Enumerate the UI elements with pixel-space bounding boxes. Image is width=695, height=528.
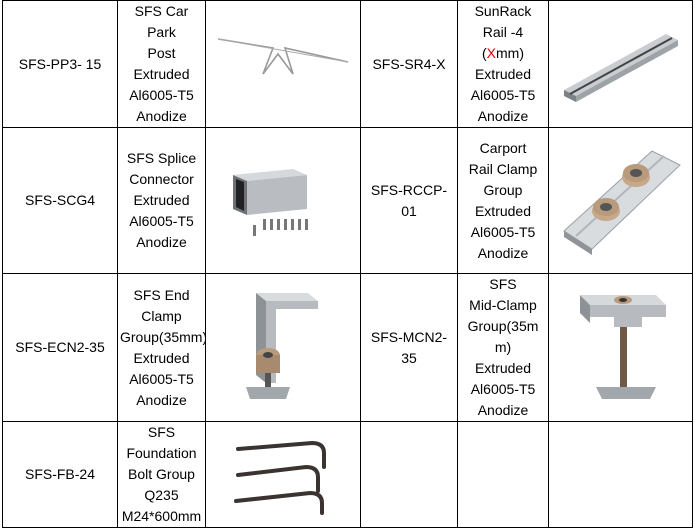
desc-line: Al6005-T5 [470, 381, 536, 397]
sunrack-rail-image [563, 34, 678, 102]
rail-clamp-image [548, 127, 693, 274]
desc-line: Anodize [136, 234, 187, 250]
desc-line: Rail Clamp [468, 160, 538, 177]
product-description: SFS Mid-Clamp Group(35m m) Extruded Al60… [457, 273, 549, 422]
car-park-post-drawing [205, 0, 361, 128]
product-code: SFS-PP3- 15 [2, 0, 118, 128]
desc-line: Al6005-T5 [129, 213, 194, 229]
product-code: SFS-ECN2-35 [2, 273, 118, 422]
desc-line: Foundation [126, 445, 197, 461]
empty-cell [548, 421, 693, 528]
splice-connector-image [205, 127, 361, 274]
desc-line: SFS [147, 424, 176, 440]
desc-line: SFS Splice [126, 150, 197, 166]
desc-line: Extruded [133, 349, 190, 366]
desc-line: SunRack [474, 3, 532, 19]
code-line: 01 [401, 202, 417, 219]
code-line: SFS-RCCP- [370, 181, 448, 198]
product-description: SunRack Rail -4 (Xmm) Extruded Al6005-T5… [457, 0, 549, 128]
product-code: SFS-MCN2- 35 [360, 273, 458, 422]
desc-line: Mid-Clamp [469, 297, 537, 313]
desc-line: Extruded [474, 66, 532, 82]
x-variable: X [486, 45, 496, 61]
desc-line: Al6005-T5 [470, 87, 536, 103]
end-clamp-image [205, 273, 361, 422]
desc-line: SFS [489, 276, 517, 292]
rail-clamp-image [562, 149, 681, 255]
table-row: SFS-FB-24 SFS Foundation Bolt Group Q235… [2, 421, 693, 528]
product-description: SFS Car Park Post Extruded Al6005-T5 Ano… [117, 0, 206, 128]
product-description: SFS End Clamp Group(35mm) Extruded Al600… [117, 273, 206, 422]
car-park-post-drawing [217, 38, 349, 75]
product-code: SFS-SR4-X [360, 0, 458, 128]
desc-line: m) [494, 339, 512, 355]
desc-line: Al6005-T5 [129, 87, 194, 103]
paren-close: mm) [496, 45, 524, 61]
empty-cell [360, 421, 458, 528]
splice-connector-image [233, 168, 308, 236]
table-row: SFS-ECN2-35 SFS End Clamp Group(35mm) Ex… [2, 273, 693, 422]
desc-line: Clamp [141, 307, 182, 324]
product-description: Carport Rail Clamp Group Extruded Al6005… [457, 127, 549, 274]
desc-line: Extruded [474, 202, 532, 219]
desc-line: Anodize [136, 108, 187, 124]
desc-line: Anodize [477, 108, 529, 124]
product-description: SFS Foundation Bolt Group Q235 M24*600mm [117, 421, 206, 528]
desc-line: Connector [129, 171, 194, 187]
desc-line: Al6005-T5 [470, 223, 536, 240]
desc-line: Extruded [474, 360, 532, 376]
product-code: SFS-RCCP- 01 [360, 127, 458, 274]
desc-line: Post [147, 45, 176, 61]
empty-cell [457, 421, 549, 528]
foundation-bolt-image [234, 440, 326, 515]
paren-open: ( [481, 45, 487, 61]
end-clamp-image [246, 292, 318, 399]
mid-clamp-image [579, 294, 666, 399]
table-row: SFS-PP3- 15 SFS Car Park Post Extruded A… [2, 0, 693, 128]
product-code: SFS-FB-24 [2, 421, 118, 528]
desc-line: Anodize [477, 244, 529, 261]
table-row: SFS-SCG4 SFS Splice Connector Extruded A… [2, 127, 693, 274]
desc-line: Group(35mm) [120, 328, 206, 345]
foundation-bolt-image [205, 421, 361, 528]
desc-line: Carport [479, 139, 527, 156]
desc-line: Extruded [133, 192, 190, 208]
desc-line: Group(35m [467, 318, 539, 334]
product-description: SFS Splice Connector Extruded Al6005-T5 … [117, 127, 206, 274]
desc-line: SFS End [133, 286, 190, 303]
desc-line: Group [483, 181, 523, 198]
sunrack-rail-image [548, 0, 693, 128]
desc-line: Al6005-T5 [129, 370, 194, 387]
code-line: 35 [401, 349, 417, 366]
desc-line: Anodize [477, 402, 529, 418]
desc-line: M24*600mm [121, 508, 202, 524]
desc-line: Rail -4 [482, 24, 524, 40]
code-line: SFS-MCN2- [370, 328, 448, 345]
desc-line: SFS Car Park [134, 3, 189, 40]
desc-line: Extruded [133, 66, 190, 82]
mid-clamp-image [548, 273, 693, 422]
product-code: SFS-SCG4 [2, 127, 118, 274]
desc-line: Anodize [136, 391, 187, 408]
desc-line: Q235 [144, 487, 179, 503]
desc-line: (Xmm) [460, 43, 546, 64]
desc-line: Bolt Group [128, 466, 195, 482]
